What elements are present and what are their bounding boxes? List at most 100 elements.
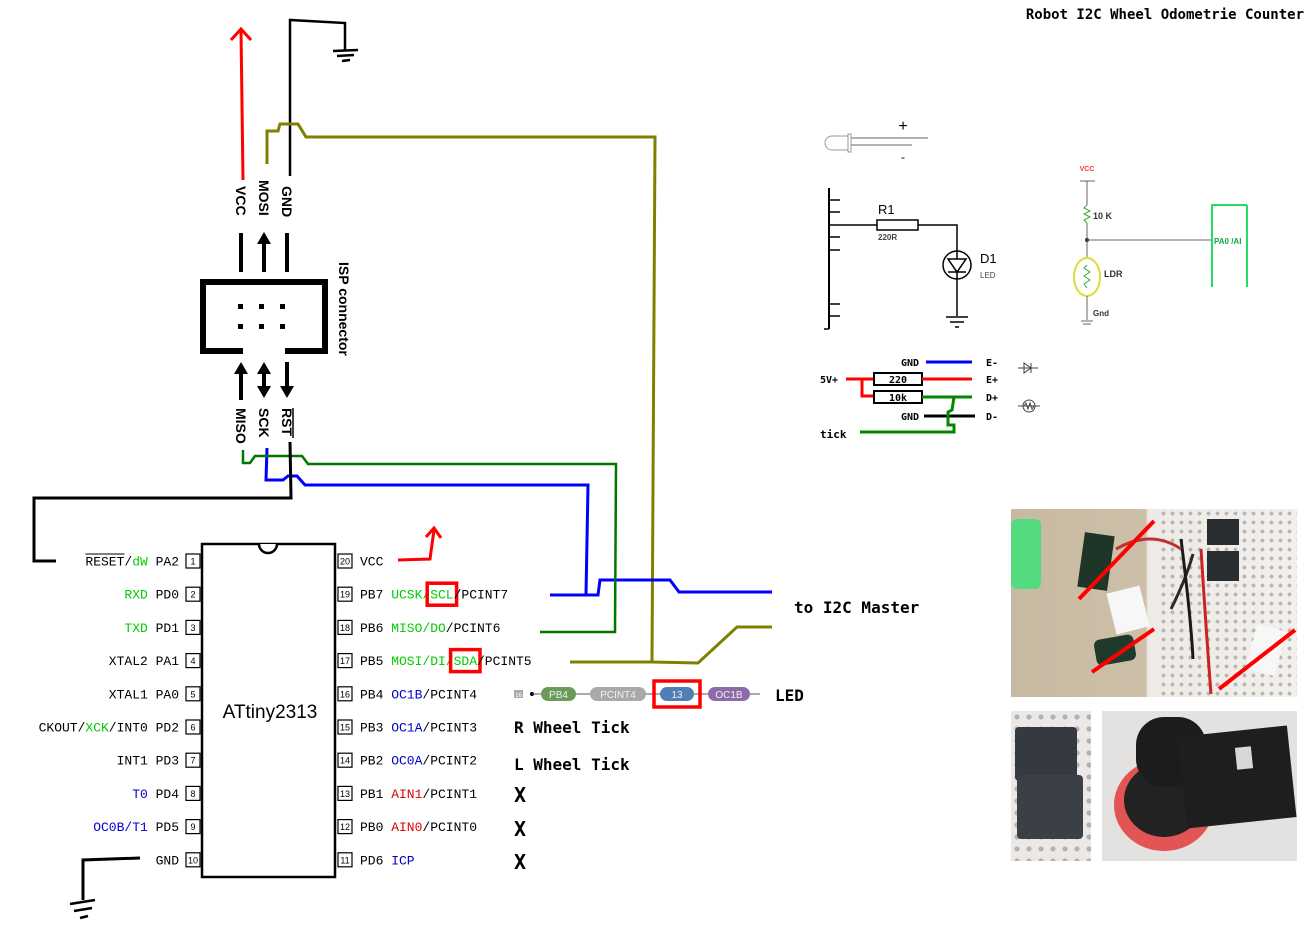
pin-function-label: MISO/DO	[391, 621, 446, 636]
pin-function-label: SDA	[454, 654, 478, 669]
svg-text:16: 16	[515, 693, 522, 699]
pin-number: 20	[340, 557, 350, 567]
pin-number-box	[185, 719, 201, 735]
pin-port-label: PB5	[360, 654, 383, 669]
pin-number: 5	[190, 689, 195, 699]
pin-number-box	[337, 586, 353, 602]
pin-number-box	[185, 785, 201, 802]
pin-port-label: PB3	[360, 721, 383, 736]
reset-wire	[32, 441, 293, 563]
attiny-chip: ATtiny2313 1PA2RESET/dW2PD0RXD3PD1TXD4PA…	[39, 542, 532, 879]
pin-function-label: AIN0	[391, 820, 422, 835]
led-label: LED	[775, 686, 804, 705]
pin-function-label: dW	[132, 555, 148, 570]
svg-text:E+: E+	[986, 375, 998, 386]
pin-function-label: XTAL2	[109, 654, 148, 669]
pin-number-box	[337, 785, 353, 802]
svg-text:PA0 /AI: PA0 /AI	[1214, 237, 1241, 246]
pin-port-label: GND	[156, 853, 180, 868]
miso-wire	[241, 450, 618, 634]
pin-number-box	[337, 852, 353, 868]
vcc-wire-pin20	[397, 525, 443, 562]
pin-function-label: OC0A	[391, 754, 422, 769]
pin-number: 4	[190, 656, 195, 666]
pin-number-box	[337, 686, 353, 702]
chip-pin-left: 4 PA1 XTAL2	[109, 652, 201, 669]
svg-text:R1: R1	[878, 202, 895, 217]
isp-pins	[238, 304, 285, 329]
led-component-icon	[824, 135, 849, 151]
pin-function-label: ICP	[391, 853, 415, 868]
chip-pin-right: 11 PD6 ICP	[337, 852, 415, 868]
pin-function-label: MOSI/DI/	[391, 654, 454, 669]
pin-number-box	[337, 752, 353, 768]
pin-port-label: PD5	[156, 820, 179, 835]
highlight-box	[448, 647, 482, 674]
pin-port-label: PB0	[360, 820, 383, 835]
isp-label-rst: RST	[279, 408, 295, 436]
pin-function-label: UCSK/	[391, 588, 430, 603]
pin-number-box	[337, 719, 353, 735]
svg-text:13: 13	[671, 690, 683, 701]
pin-number: 12	[340, 822, 350, 832]
scl-wire	[264, 447, 772, 597]
svg-text:220: 220	[889, 375, 907, 386]
pin-function-label: /PCINT0	[422, 820, 477, 835]
supply-label: 5V+	[820, 375, 838, 386]
i2c-master-label: to I2C Master	[794, 598, 919, 617]
pin-number-box	[337, 619, 353, 636]
pin-function-label: /PCINT5	[477, 654, 532, 669]
pin-number: 3	[190, 623, 195, 633]
pin-number-box	[185, 686, 201, 702]
highlight-box	[425, 581, 459, 607]
chip-name: ATtiny2313	[223, 702, 318, 723]
wheel-encoder-photo	[1102, 711, 1297, 861]
pin-number-badge	[514, 690, 523, 698]
unused-pin-mark: X	[514, 783, 526, 807]
unused-pin-mark: X	[514, 850, 526, 874]
pin-number: 16	[340, 689, 350, 699]
chip-pin-right: 12 PB0 AIN0/PCINT0	[337, 818, 477, 835]
svg-text:VCC: VCC	[1080, 166, 1095, 173]
page-title: Robot I2C Wheel Odometrie Counter	[1026, 7, 1304, 23]
isp-label-sck: SCK	[256, 408, 272, 438]
pin-port-label: PD6	[360, 853, 383, 868]
pin-port-label: PB4	[360, 687, 384, 702]
svg-text:PCINT4: PCINT4	[600, 690, 636, 701]
pin-function-label: XTAL1	[109, 687, 148, 702]
isp-title: ISP connector	[336, 262, 352, 356]
vcc-arrow-wire	[229, 26, 253, 181]
unused-pin-mark: X	[514, 817, 526, 841]
isp-label-gnd: GND	[279, 186, 295, 217]
pin-number: 7	[190, 756, 195, 766]
pin-number: 15	[340, 723, 350, 733]
pin-function-label: /PCINT3	[422, 721, 477, 736]
isp-label-vcc: VCC	[233, 186, 249, 216]
pin-function-label: AIN1	[391, 787, 422, 802]
resistor-icon	[1082, 204, 1092, 224]
pin-port-label: PA0	[156, 687, 179, 702]
pin-chain-chip: PB4	[541, 687, 576, 701]
gnd-wire-bottom	[69, 856, 141, 920]
pin-number: 18	[340, 623, 350, 633]
resistor-icon	[876, 219, 919, 231]
pin-port-label: PA1	[156, 654, 180, 669]
sensor-wiring: GND E- 5V+ 220 E+ 10k D+ GND D- tick	[820, 358, 1040, 441]
pin-port-label: PB7	[360, 588, 383, 603]
pin-chain-chip: 13	[652, 679, 702, 709]
pin-number-box	[337, 818, 353, 835]
svg-text:PB4: PB4	[549, 690, 568, 701]
pin-number-box	[185, 586, 201, 602]
highlight-box	[652, 679, 702, 709]
pin-number: 11	[340, 855, 349, 865]
pin-number: 9	[190, 822, 195, 832]
pin-function-label: /PCINT1	[422, 787, 477, 802]
pin-number-box	[185, 818, 201, 835]
led-minus-label: -	[901, 150, 905, 164]
